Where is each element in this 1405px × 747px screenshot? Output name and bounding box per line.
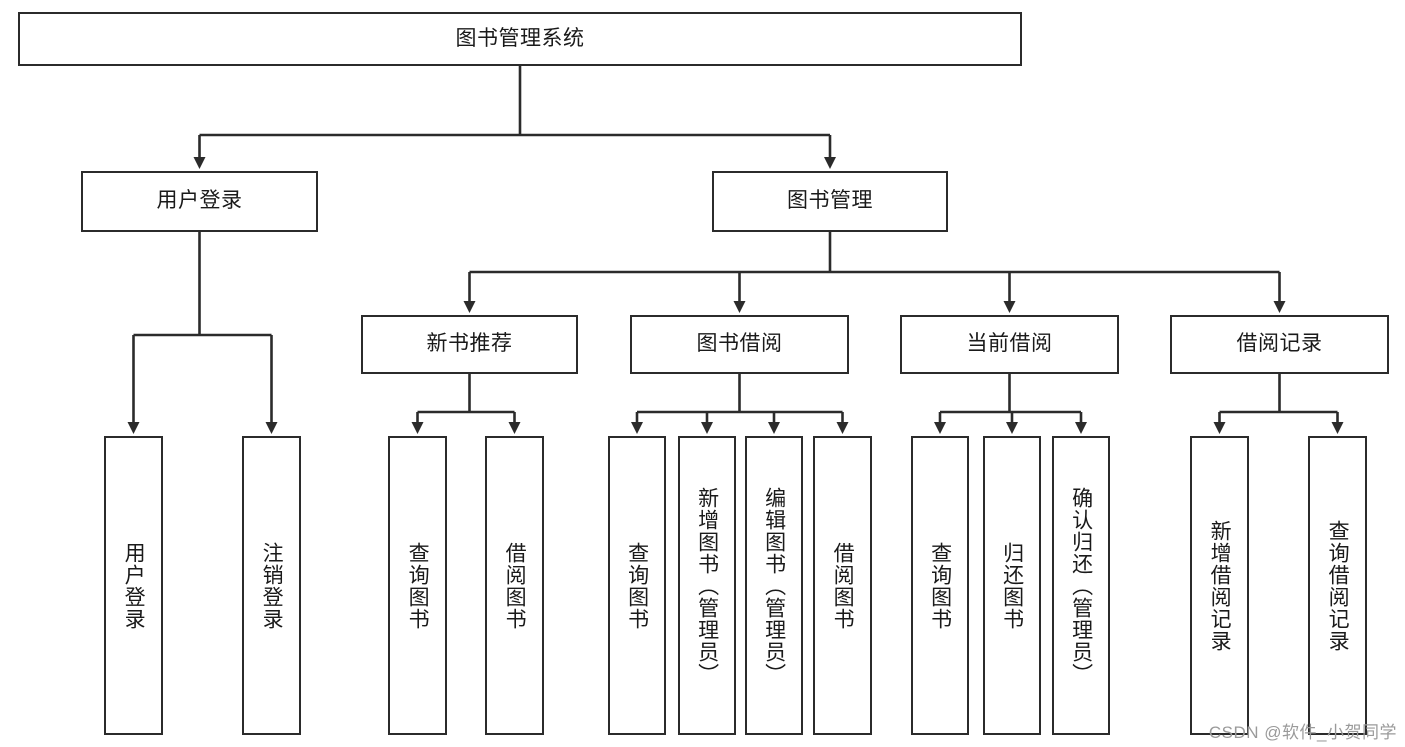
leaf-label: 借阅图书 xyxy=(831,541,855,630)
node-book-borrow[interactable]: 图书借阅 xyxy=(630,315,849,374)
leaf-label: 注销登录 xyxy=(260,541,284,630)
node-leaf[interactable]: 用户登录 xyxy=(104,436,163,735)
leaf-label: 新增借阅记录 xyxy=(1208,519,1232,652)
leaf-label: 用户登录 xyxy=(122,541,146,630)
node-user-login[interactable]: 用户登录 xyxy=(81,171,318,232)
leaf-label: 查询图书 xyxy=(406,541,430,630)
leaf-label: 新增图书（管理员） xyxy=(695,486,719,685)
node-leaf[interactable]: 查询图书 xyxy=(911,436,969,735)
leaf-label: 借阅图书 xyxy=(503,541,527,630)
node-leaf[interactable]: 新增图书（管理员） xyxy=(678,436,736,735)
leaf-label: 编辑图书（管理员） xyxy=(762,486,786,685)
node-book-management[interactable]: 图书管理 xyxy=(712,171,948,232)
node-borrow-record[interactable]: 借阅记录 xyxy=(1170,315,1389,374)
leaf-label: 查询图书 xyxy=(625,541,649,630)
node-leaf[interactable]: 归还图书 xyxy=(983,436,1041,735)
leaf-label: 归还图书 xyxy=(1000,541,1024,630)
node-new-book-recommend[interactable]: 新书推荐 xyxy=(361,315,578,374)
node-current-borrow[interactable]: 当前借阅 xyxy=(900,315,1119,374)
node-leaf[interactable]: 查询图书 xyxy=(608,436,666,735)
node-leaf[interactable]: 新增借阅记录 xyxy=(1190,436,1249,735)
node-leaf[interactable]: 确认归还（管理员） xyxy=(1052,436,1110,735)
node-root[interactable]: 图书管理系统 xyxy=(18,12,1022,66)
node-leaf[interactable]: 查询借阅记录 xyxy=(1308,436,1367,735)
node-leaf[interactable]: 注销登录 xyxy=(242,436,301,735)
leaf-label: 查询图书 xyxy=(928,541,952,630)
node-leaf[interactable]: 借阅图书 xyxy=(813,436,872,735)
node-leaf[interactable]: 借阅图书 xyxy=(485,436,544,735)
leaf-label: 查询借阅记录 xyxy=(1326,519,1350,652)
node-leaf[interactable]: 查询图书 xyxy=(388,436,447,735)
leaf-label: 确认归还（管理员） xyxy=(1069,486,1093,685)
watermark: CSDN @软件_小贺同学 xyxy=(1208,723,1397,742)
node-leaf[interactable]: 编辑图书（管理员） xyxy=(745,436,803,735)
